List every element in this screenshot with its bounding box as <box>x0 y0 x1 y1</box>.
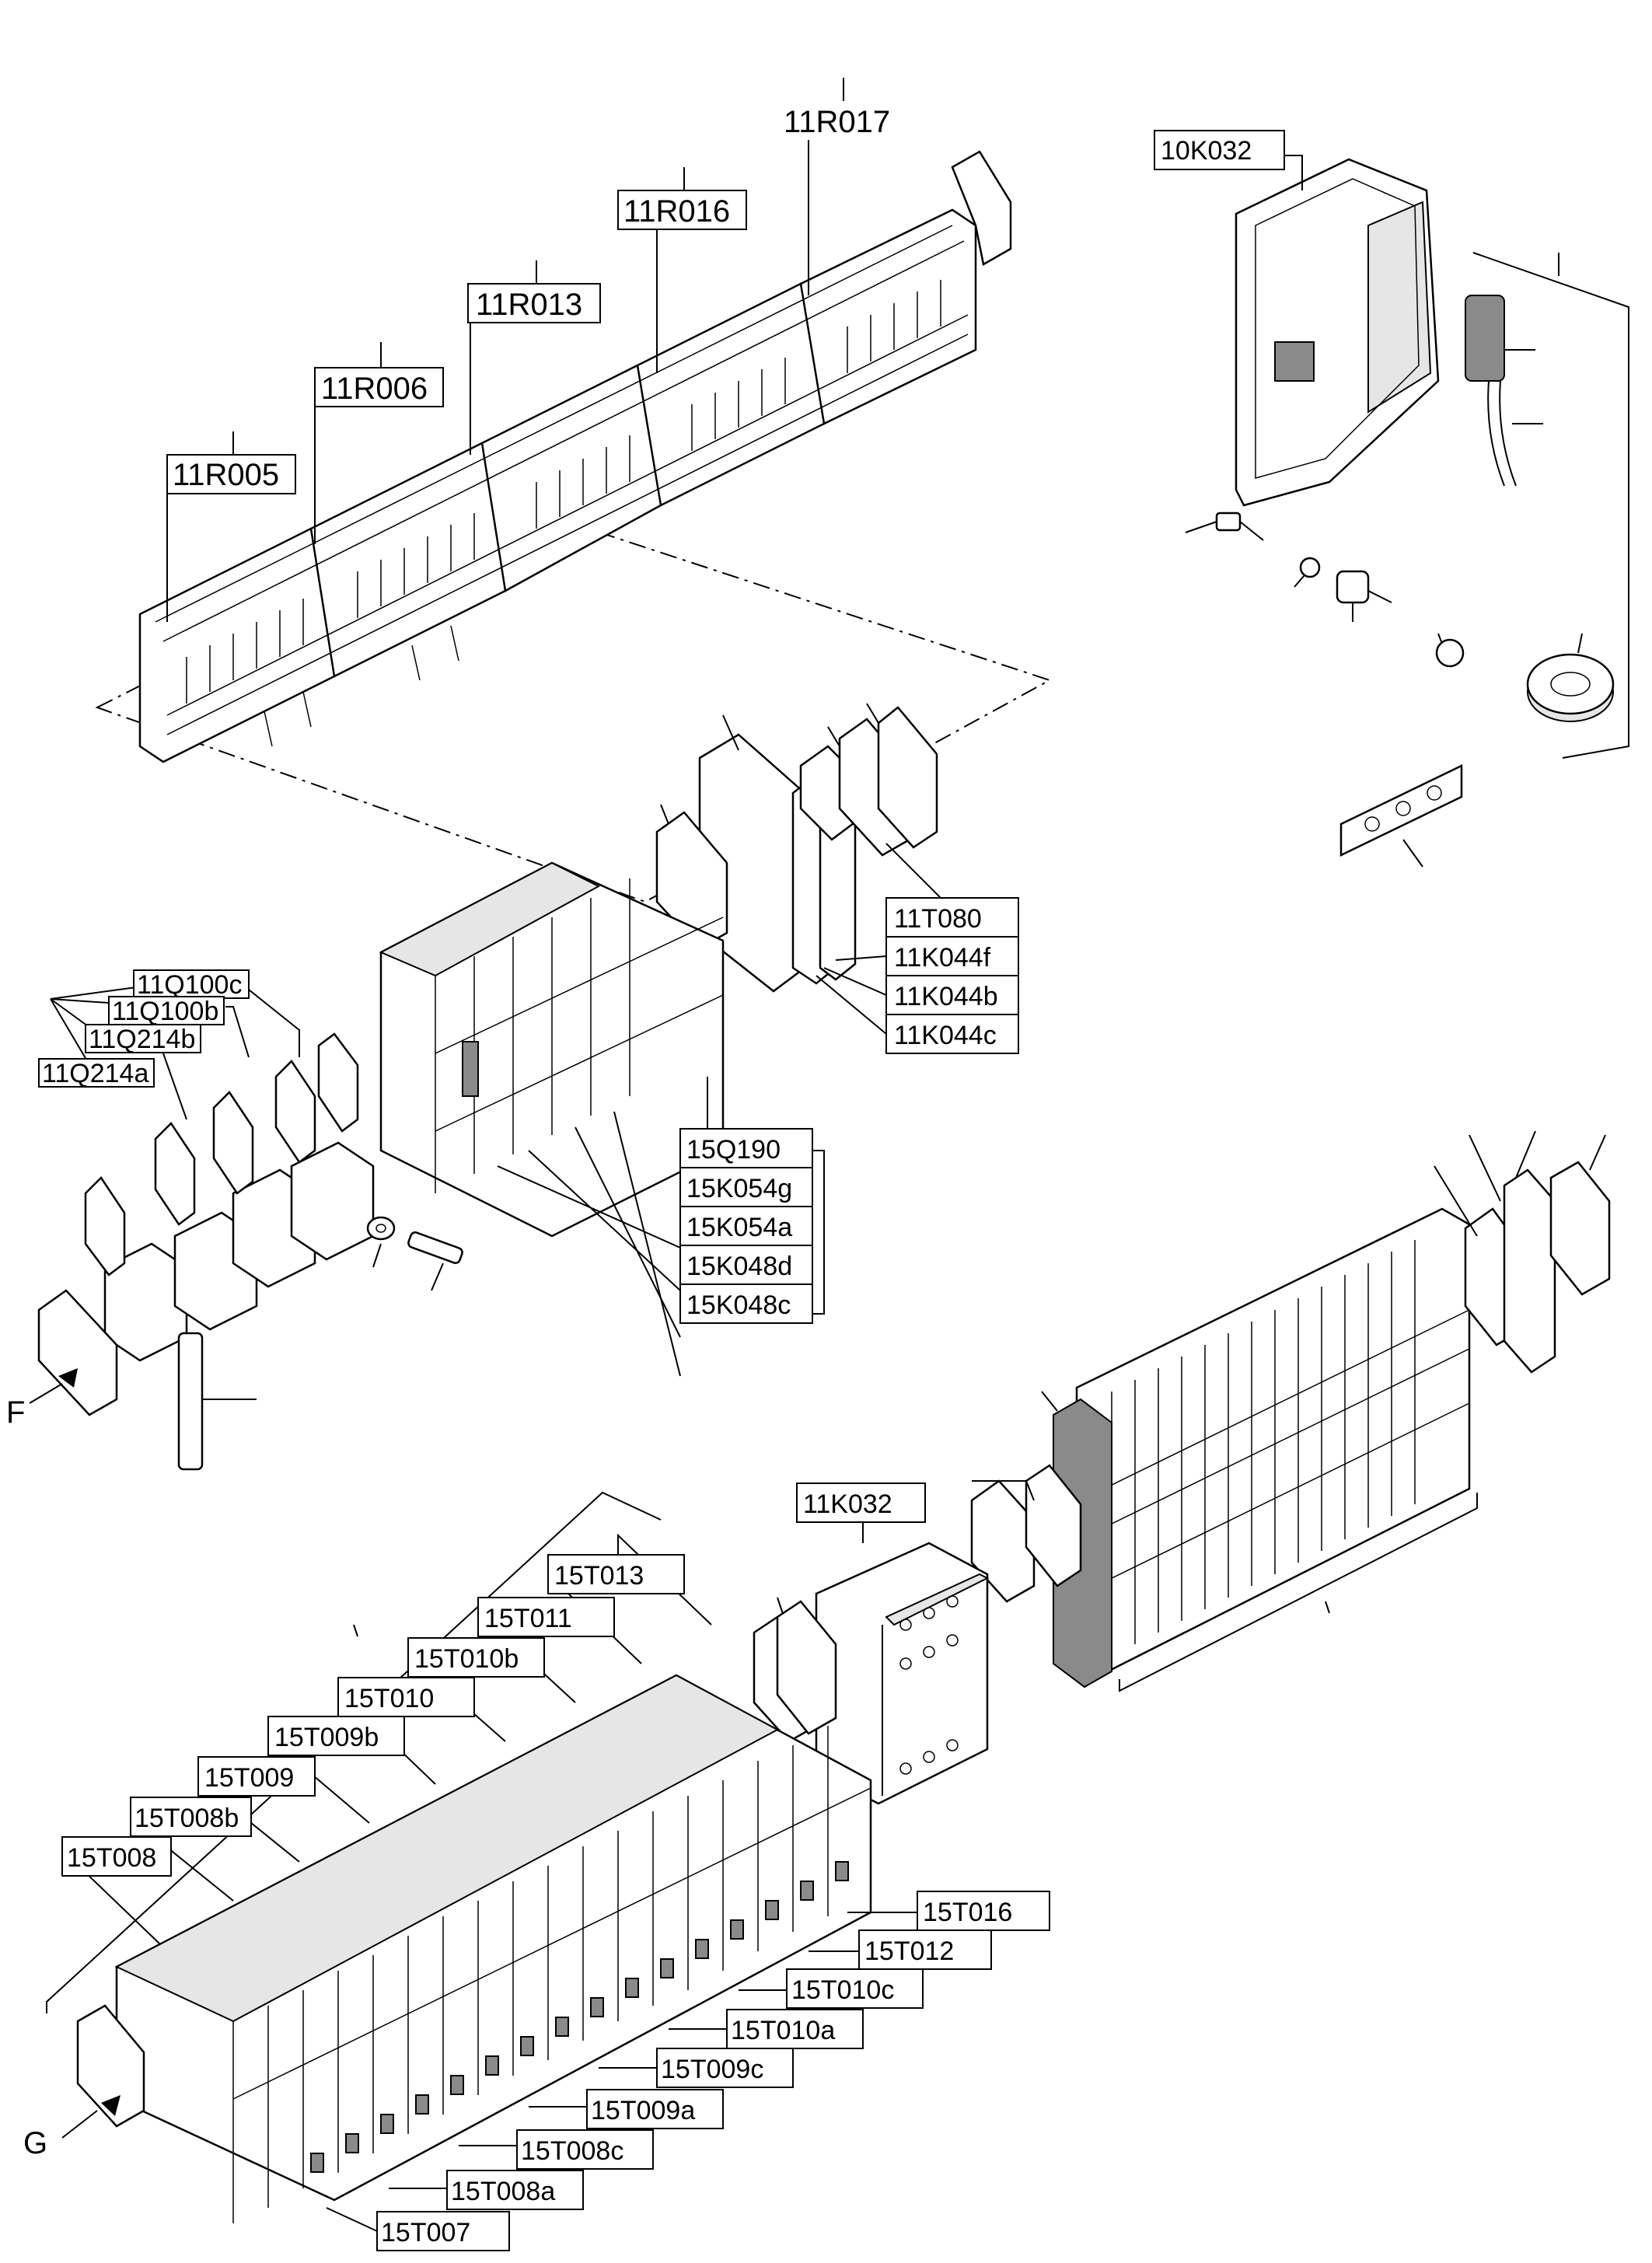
label-15t009c: 15T009c <box>661 2055 763 2084</box>
label-11r016: 11R016 <box>623 194 730 229</box>
label-15t009: 15T009 <box>204 1763 294 1793</box>
label-15t007: 15T007 <box>381 2218 470 2247</box>
din-rail-modules <box>970 1130 1611 1692</box>
label-11k044f: 11K044f <box>894 943 991 973</box>
label-15t008c: 15T008c <box>521 2136 623 2166</box>
label-15k048c: 15K048c <box>686 1290 791 1320</box>
label-15t010: 15T010 <box>344 1684 434 1713</box>
label-11r017: 11R017 <box>784 105 890 139</box>
label-15t012: 15T012 <box>864 1936 954 1966</box>
label-10k032: 10K032 <box>1161 136 1252 166</box>
view-letter-g: G <box>23 2126 47 2160</box>
label-15t008b: 15T008b <box>134 1804 239 1833</box>
label-15t010c: 15T010c <box>791 1975 894 2005</box>
label-15t008: 15T008 <box>67 1843 156 1873</box>
view-letter-f: F <box>6 1395 25 1430</box>
label-15t009b: 15T009b <box>274 1723 379 1752</box>
label-11r005: 11R005 <box>173 458 279 492</box>
label-15t011: 15T011 <box>484 1604 572 1633</box>
resistor-terminal-strips <box>95 78 1052 903</box>
label-11q214b: 11Q214b <box>89 1025 195 1054</box>
label-11k032: 11K032 <box>803 1489 892 1519</box>
controller-10k032 <box>1185 155 1629 868</box>
label-15q190: 15Q190 <box>686 1135 781 1165</box>
label-15k048d: 15K048d <box>686 1252 792 1281</box>
isolator-modules <box>655 703 953 1035</box>
label-11k044c: 11K044c <box>894 1021 997 1050</box>
label-15t016: 15T016 <box>923 1898 1012 1927</box>
label-15k054g: 15K054g <box>686 1174 792 1203</box>
label-15t010b: 15T010b <box>414 1644 519 1674</box>
reference-labels: 11R017 11R016 11R013 11R006 11R005 10K03… <box>6 105 1285 2251</box>
label-15t010a: 15T010a <box>731 2016 835 2045</box>
label-15t009a: 15T009a <box>591 2096 695 2125</box>
label-15t013: 15T013 <box>554 1561 644 1591</box>
label-11r013: 11R013 <box>476 288 582 322</box>
label-15t008a: 15T008a <box>451 2177 555 2206</box>
label-11q100b: 11Q100b <box>112 997 218 1026</box>
label-11q214a: 11Q214a <box>42 1059 148 1088</box>
circuit-breakers <box>29 983 463 1471</box>
label-15k054a: 15K054a <box>686 1213 792 1242</box>
label-11t080: 11T080 <box>894 904 982 934</box>
label-11k044b: 11K044b <box>894 982 998 1011</box>
label-11q100c: 11Q100c <box>137 970 242 1000</box>
label-11r006: 11R006 <box>321 372 428 406</box>
